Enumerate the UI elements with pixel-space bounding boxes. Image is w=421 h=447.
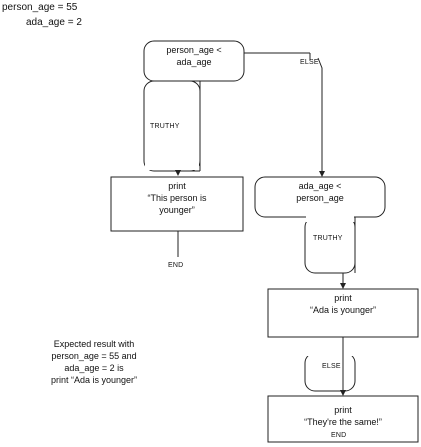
print-same-line2: “They're the same!” xyxy=(304,417,382,427)
print-same-line1: print xyxy=(334,405,352,415)
print-ada-box xyxy=(267,288,419,338)
decision1-line2: ada_age xyxy=(176,57,212,67)
decision2-line2: person_age xyxy=(296,193,344,203)
truthy-right-label: TRUTHY xyxy=(313,235,343,242)
print-left-line2: “This person is xyxy=(147,193,207,203)
note-line3: ada_age = 2 is xyxy=(64,363,124,373)
else-connector-curve xyxy=(317,57,323,171)
print-left-line3: younger” xyxy=(159,205,195,215)
arrow-to-print-ada xyxy=(340,283,346,289)
arrow-to-decision2 xyxy=(319,171,325,177)
truthy-left-label: TRUTHY xyxy=(150,123,180,130)
else-lower-box xyxy=(304,352,356,392)
note-line2: person_age = 55 and xyxy=(51,351,137,361)
else-label: ELSE xyxy=(300,59,319,66)
truthy-right-box xyxy=(304,216,356,274)
decision1-line1: person_age < xyxy=(166,45,222,55)
decision1-box xyxy=(143,40,245,82)
print-left-box xyxy=(110,176,244,232)
end-right-label: END xyxy=(331,432,347,439)
else-lower-label: ELSE xyxy=(322,363,341,370)
note-line4: print “Ada is younger” xyxy=(50,375,138,385)
arrow-to-print-left xyxy=(175,170,181,176)
print-left-line1: print xyxy=(168,181,186,191)
print-ada-line1: print xyxy=(334,293,352,303)
end-left-label: END xyxy=(168,262,184,269)
arrow-to-print-same xyxy=(340,390,346,396)
decision2-line1: ada_age < xyxy=(298,181,342,191)
header-ada-age: ada_age = 2 xyxy=(26,17,82,28)
print-same-box xyxy=(267,395,419,443)
note-line1: Expected result with xyxy=(53,339,135,349)
print-ada-line2: “Ada is younger” xyxy=(309,305,377,315)
header-person-age: person_age = 55 xyxy=(2,2,78,13)
